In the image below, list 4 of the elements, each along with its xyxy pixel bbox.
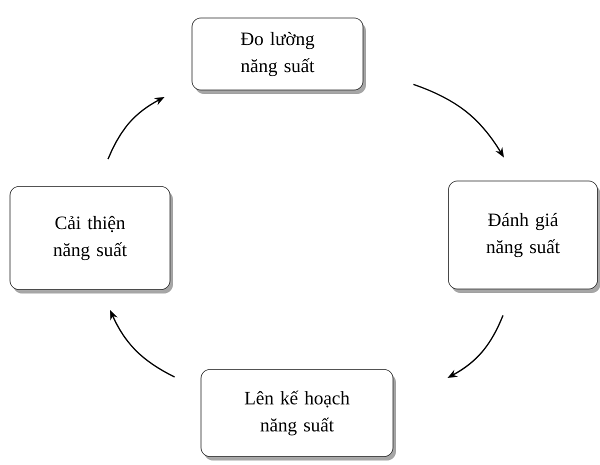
process-box: Đánh giá năng suất (448, 180, 600, 293)
process-box: Lên kế hoạch năng suất (200, 369, 396, 460)
process-box: Cải thiện năng suất (10, 186, 173, 294)
process-box: Đo lường năng suất (192, 18, 366, 94)
